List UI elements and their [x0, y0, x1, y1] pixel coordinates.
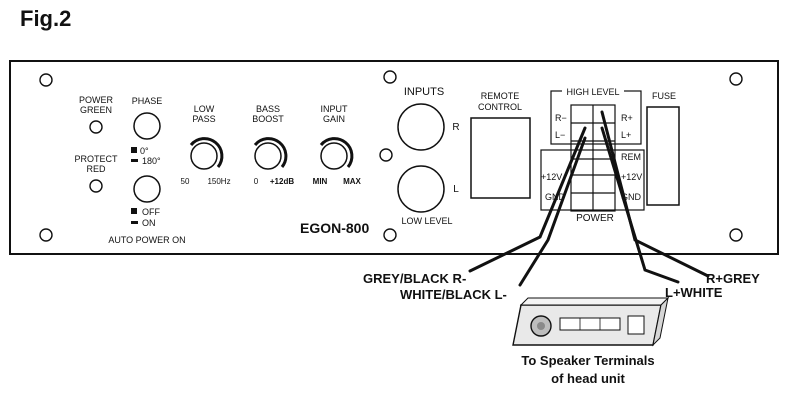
mounting-holes: [39, 70, 743, 242]
wire-label-r-grey: R+GREY: [706, 271, 760, 286]
protect-led-label-2: RED: [86, 164, 106, 174]
protect-led: [89, 179, 103, 193]
phase-switch-position-icon: [131, 147, 137, 153]
remote-title-2: CONTROL: [478, 102, 522, 112]
input-gain-title-2: GAIN: [323, 114, 345, 124]
mounting-hole-bottom-right: [729, 228, 743, 242]
mounting-hole-top-right: [729, 72, 743, 86]
input-gain-min: MIN: [313, 177, 328, 186]
bass-boost-title-1: BASS: [256, 104, 280, 114]
high-level-title-bg: [562, 86, 624, 97]
wire-label-grey-black: GREY/BLACK R-: [363, 271, 466, 286]
mounting-hole-bottom-left: [39, 228, 53, 242]
auto-power-position-icon: [131, 221, 138, 224]
rca-input-left: [397, 165, 445, 213]
phase-switch-position-icon: [131, 159, 138, 162]
protect-led-label-1: PROTECT: [74, 154, 118, 164]
bass-boost-min: 0: [254, 177, 259, 186]
high-level-l-plus: L+: [621, 130, 631, 140]
mounting-hole-bottom-center: [383, 228, 397, 242]
wire-l-white: [600, 126, 680, 284]
auto-power-switch: [133, 175, 161, 203]
wire-grey-black: [468, 126, 587, 273]
power-title: POWER: [576, 213, 614, 224]
fuse-title: FUSE: [652, 91, 676, 101]
bass-boost-title-2: BOOST: [252, 114, 284, 124]
wire-white-black: [518, 136, 587, 287]
high-level-r-plus: R+: [621, 113, 633, 123]
bass-boost-knob: [253, 137, 288, 170]
remote-title-1: REMOTE: [481, 91, 520, 101]
phase-option-180: 180°: [142, 156, 161, 166]
auto-power-position-icon: [131, 208, 137, 214]
auto-power-on: ON: [142, 218, 156, 228]
auto-power-title: AUTO POWER ON: [108, 235, 185, 245]
power-rem: REM: [621, 152, 641, 162]
power-led-label-2: GREEN: [80, 105, 112, 115]
power-led: [89, 120, 103, 134]
model-name: EGON-800: [300, 220, 369, 236]
auto-power-off: OFF: [142, 207, 160, 217]
phase-switch: [133, 112, 161, 140]
amplifier-panel: [9, 60, 779, 255]
power-title-bg: [572, 212, 618, 223]
input-gain-knob: [319, 137, 354, 170]
high-level-r-minus: R−: [555, 113, 567, 123]
caption-line-1: To Speaker Terminals: [521, 353, 654, 368]
low-pass-title-1: LOW: [194, 104, 215, 114]
inputs-right-label: R: [452, 122, 459, 133]
power-led-label-1: POWER: [79, 95, 114, 105]
mounting-hole-middle-center: [379, 148, 393, 162]
wire-label-l-white: L+WHITE: [665, 285, 723, 300]
power-plus12-right: +12V: [621, 172, 642, 182]
bass-boost-max: +12dB: [270, 177, 294, 186]
wire-label-white-black: WHITE/BLACK L-: [400, 287, 507, 302]
rca-input-right: [397, 103, 445, 151]
power-gnd-right: GND: [621, 192, 642, 202]
low-pass-knob: [189, 137, 224, 170]
power-plus12-left: +12V: [541, 172, 562, 182]
input-gain-max: MAX: [343, 177, 361, 186]
figure-label: Fig.2: [20, 6, 71, 31]
fuse-holder: [646, 106, 680, 206]
input-gain-title-1: INPUT: [321, 104, 349, 114]
inputs-title: INPUTS: [404, 86, 444, 98]
high-level-l-minus: L−: [555, 130, 565, 140]
head-unit-icon: [512, 296, 670, 347]
low-pass-min: 50: [181, 177, 190, 186]
speaker-wires: [468, 110, 710, 287]
phase-option-0: 0°: [140, 146, 149, 156]
phase-title: PHASE: [132, 96, 163, 106]
caption-line-2: of head unit: [551, 371, 625, 386]
low-pass-max: 150Hz: [207, 177, 230, 186]
high-level-title: HIGH LEVEL: [566, 87, 619, 97]
remote-control-port: [470, 117, 531, 199]
low-pass-title-2: PASS: [192, 114, 215, 124]
wire-r-grey: [600, 110, 710, 278]
mounting-hole-top-center: [383, 70, 397, 84]
inputs-left-label: L: [453, 184, 459, 195]
mounting-hole-top-left: [39, 73, 53, 87]
inputs-low-level: LOW LEVEL: [401, 216, 452, 226]
